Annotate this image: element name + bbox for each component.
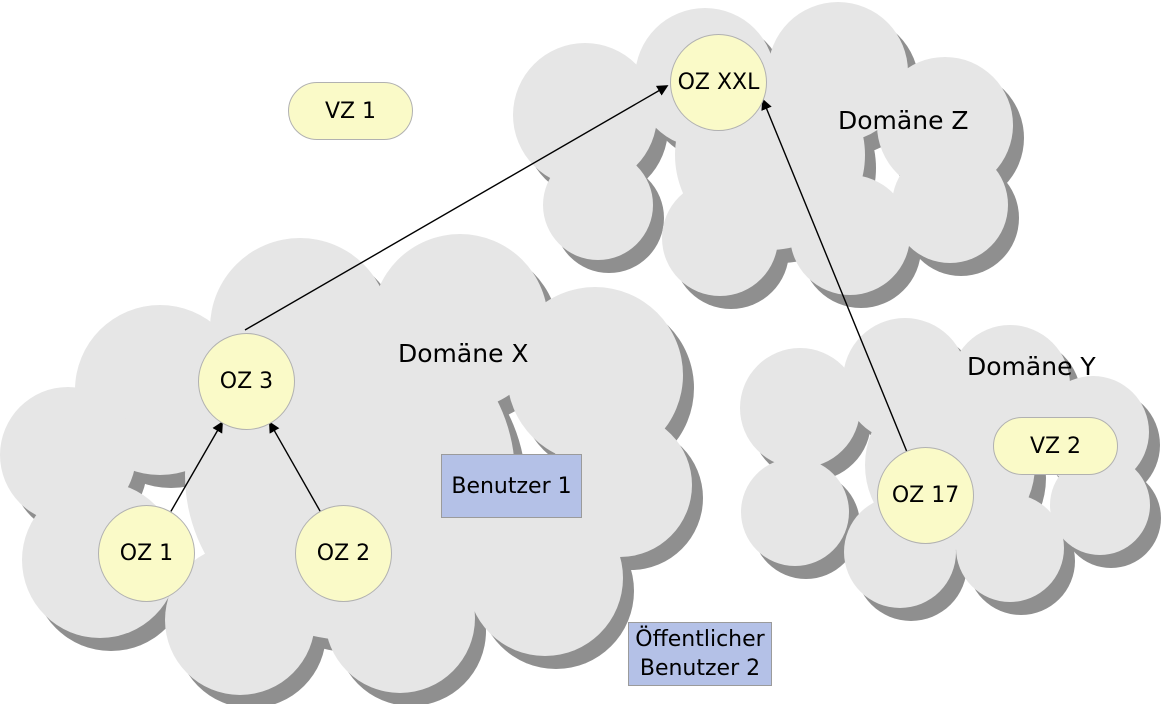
domain-y-label: Domäne Y bbox=[967, 352, 1096, 381]
node-vz2: VZ 2 bbox=[993, 417, 1118, 475]
node-oz1: OZ 1 bbox=[98, 505, 195, 602]
node-oz17: OZ 17 bbox=[877, 447, 974, 544]
arrow-oz3-to-ozxxl bbox=[244, 85, 669, 331]
user-benutzer2-line1: Öffentlicher bbox=[635, 627, 765, 652]
node-oz3: OZ 3 bbox=[198, 333, 295, 430]
arrow-oz1-to-oz3 bbox=[170, 421, 223, 512]
node-oz-xxl: OZ XXL bbox=[670, 34, 767, 131]
user-benutzer2-line2: Benutzer 2 bbox=[639, 656, 761, 681]
domain-x-label: Domäne X bbox=[398, 339, 529, 368]
domain-z-label: Domäne Z bbox=[838, 106, 969, 135]
cloud-domain-z bbox=[513, 2, 1024, 309]
user-benutzer1: Benutzer 1 bbox=[441, 454, 582, 518]
arrow-oz2-to-oz3 bbox=[268, 421, 321, 512]
arrow-oz17-to-ozxxl bbox=[761, 98, 908, 453]
cloud-domain-x bbox=[0, 234, 703, 704]
user-benutzer1-label: Benutzer 1 bbox=[451, 473, 572, 499]
cloud-domain-x-body bbox=[0, 234, 692, 695]
arrows bbox=[170, 85, 908, 512]
node-oz2: OZ 2 bbox=[295, 505, 392, 602]
node-vz1: VZ 1 bbox=[288, 82, 413, 140]
cloud-domain-z-body bbox=[513, 2, 1013, 296]
user-benutzer2: Öffentlicher Benutzer 2 bbox=[628, 622, 772, 686]
